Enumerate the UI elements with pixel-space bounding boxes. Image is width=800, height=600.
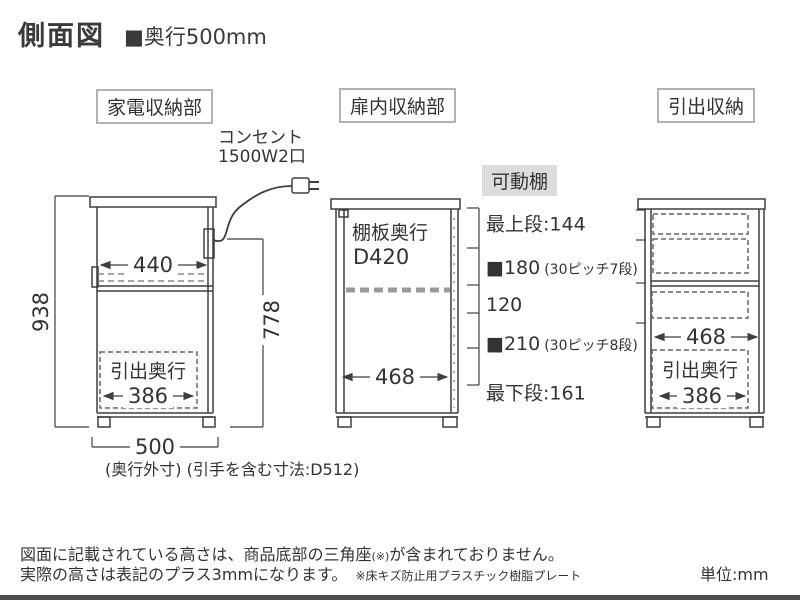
dim-right-drawer-386: 386 <box>676 384 728 408</box>
shelf-row-top-value: 最上段:144 <box>486 213 586 236</box>
footnote-line2-ref: ※床キズ防止用プラスチック樹脂プレート <box>355 569 582 583</box>
page-title: 側面図 <box>18 21 105 52</box>
movable-shelf-label: 可動棚 <box>482 165 558 196</box>
left-dimension-lines <box>54 195 264 448</box>
shelf-row-210-value: ■210 <box>486 333 541 355</box>
shelf-row-180: ■180(30ピッチ7段) <box>486 257 638 279</box>
section-label-drawer-storage: 引出収納 <box>657 88 756 123</box>
footnote-line1-ref: (※) <box>371 550 390 563</box>
footnote-line2-text: 実際の高さは表記のプラス3mmになります。 <box>20 565 348 584</box>
base-depth-note: (奥行外寸) (引手を含む寸法:D512) <box>105 460 360 479</box>
left-drawer-depth-label: 引出奥行 <box>109 360 187 383</box>
shelf-row-120-value: 120 <box>486 294 523 316</box>
outlet-note-line2: 1500W2口 <box>218 147 306 167</box>
shelf-row-bottom: 最下段:161 <box>486 379 590 406</box>
shelf-row-180-sub: (30ピッチ7段) <box>544 262 638 278</box>
shelf-row-top: 最上段:144 <box>486 210 590 237</box>
right-drawer-depth-label: 引出奥行 <box>661 359 739 382</box>
dim-base-500: 500 <box>129 435 181 459</box>
power-cord <box>212 185 293 243</box>
footer-divider-bar <box>0 595 800 600</box>
right-cabinet-drawing <box>636 198 766 428</box>
section-label-appliance: 家電収納部 <box>96 89 214 124</box>
dim-height-778: 778 <box>260 294 284 346</box>
section-label-door-storage: 扉内収納部 <box>339 88 457 123</box>
outlet-note: コンセント 1500W2口 <box>218 129 306 167</box>
dim-left-drawer-386: 386 <box>122 384 174 408</box>
shelf-row-120: 120 <box>486 294 526 316</box>
outlet-note-line1: コンセント <box>218 128 303 148</box>
unit-label: 単位:mm <box>700 565 769 584</box>
diagram-linework <box>54 177 766 448</box>
shelf-row-180-value: ■180 <box>486 257 541 279</box>
power-plug-icon <box>291 177 319 194</box>
dim-height-938: 938 <box>29 286 53 338</box>
middle-shelf-depth-label: 棚板奥行 <box>352 222 429 244</box>
shelf-row-210-sub: (30ピッチ8段) <box>544 338 638 354</box>
shelf-row-210: ■210(30ピッチ8段) <box>486 333 638 355</box>
page-subtitle: ■奥行500mm <box>124 25 267 49</box>
middle-shelf-depth-value: D420 <box>353 245 410 269</box>
outlet-socket <box>203 228 215 259</box>
footnote-line1-text: 図面に記載されている高さは、商品底部の三角座 <box>20 545 372 564</box>
shelf-row-bottom-value: 最下段:161 <box>486 382 586 405</box>
middle-cabinet-drawing <box>330 198 461 428</box>
left-cabinet-drawing <box>89 177 319 428</box>
dim-right-468: 468 <box>680 325 732 349</box>
footnote-line1-end: が含まれておりません。 <box>389 545 564 564</box>
footnote-line2: 実際の高さは表記のプラス3mmになります。 ※床キズ防止用プラスチック樹脂プレート <box>20 561 581 585</box>
dim-top-depth-440: 440 <box>127 253 179 277</box>
footnote-line1: 図面に記載されている高さは、商品底部の三角座(※)が含まれておりません。 <box>20 541 564 565</box>
dim-middle-468: 468 <box>369 365 421 389</box>
